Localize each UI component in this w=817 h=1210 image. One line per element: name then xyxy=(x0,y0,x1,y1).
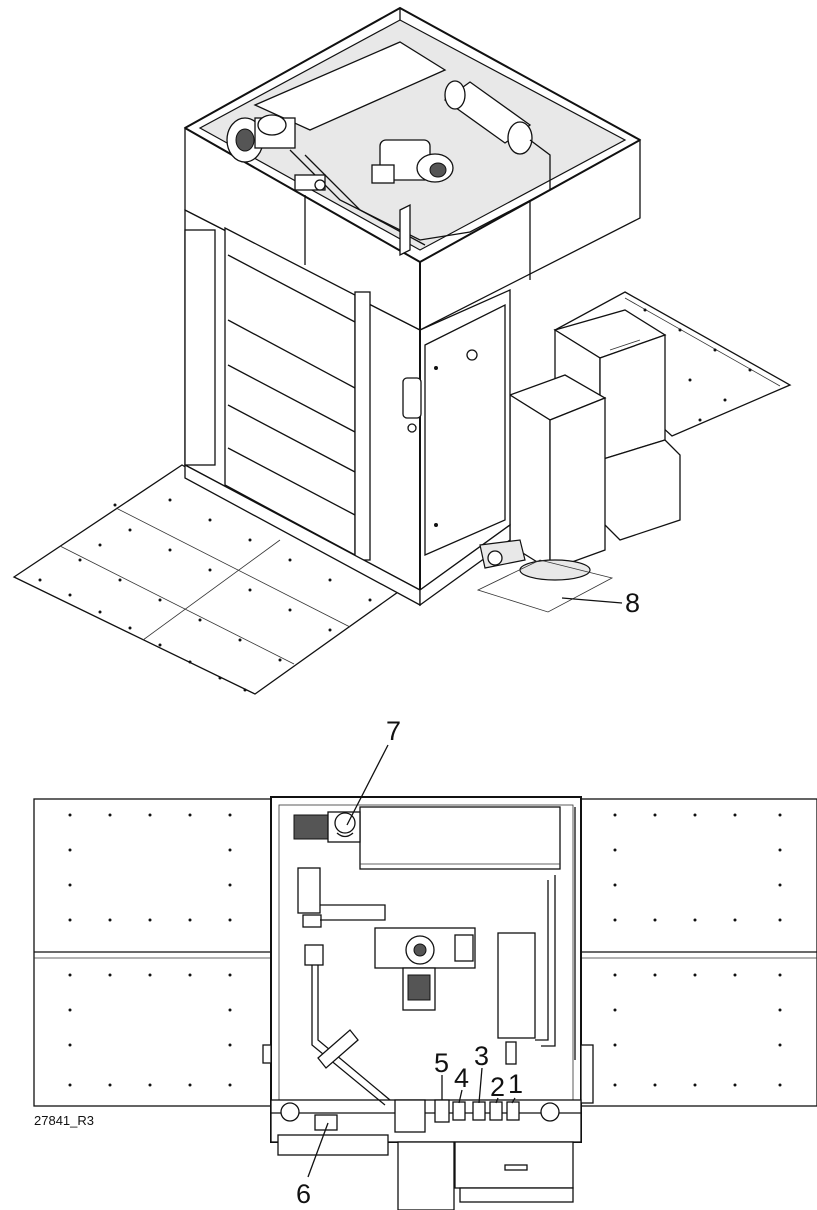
callout-6: 6 xyxy=(296,1122,329,1209)
plan-left-floor-panel xyxy=(33,798,272,1107)
isometric-view: 8 xyxy=(12,6,792,695)
callout-7-label: 7 xyxy=(386,716,401,746)
control-cabinet xyxy=(508,374,607,581)
callout-2: 2 xyxy=(490,1072,505,1104)
callout-1: 1 xyxy=(508,1069,523,1104)
callout-2-label: 2 xyxy=(490,1072,505,1102)
callout-3-label: 3 xyxy=(474,1041,489,1071)
callout-3: 3 xyxy=(474,1041,489,1104)
electrical-panel xyxy=(402,303,506,556)
plan-gearbox xyxy=(374,927,476,1011)
front-door xyxy=(184,226,371,561)
callout-8: 8 xyxy=(476,559,640,618)
callout-5-label: 5 xyxy=(434,1048,449,1078)
callout-5: 5 xyxy=(434,1048,449,1100)
callout-4: 4 xyxy=(454,1063,469,1104)
callout-4-label: 4 xyxy=(454,1063,469,1093)
plan-right-floor-panel xyxy=(580,798,817,1107)
base-rail xyxy=(184,463,526,607)
plan-top-tank xyxy=(359,806,576,1060)
callout-8-label: 8 xyxy=(625,588,640,618)
plan-pump xyxy=(297,867,391,1106)
plan-drain-plate xyxy=(277,1114,389,1156)
drawing-number: 27841_R3 xyxy=(34,1113,94,1128)
plan-bracket xyxy=(317,1029,359,1069)
callout-1-label: 1 xyxy=(508,1069,523,1099)
plan-view: 7 6 5 4 3 2 1 27841_R3 xyxy=(33,716,817,1210)
callout-6-label: 6 xyxy=(296,1179,311,1209)
plan-heater xyxy=(497,875,556,1065)
plan-motor xyxy=(293,811,361,843)
callout-7: 7 xyxy=(346,716,401,826)
plan-valves xyxy=(280,1099,560,1133)
side-cabinet xyxy=(553,309,681,541)
roof-components xyxy=(226,41,551,257)
plan-bottom-boxes xyxy=(397,1141,574,1210)
